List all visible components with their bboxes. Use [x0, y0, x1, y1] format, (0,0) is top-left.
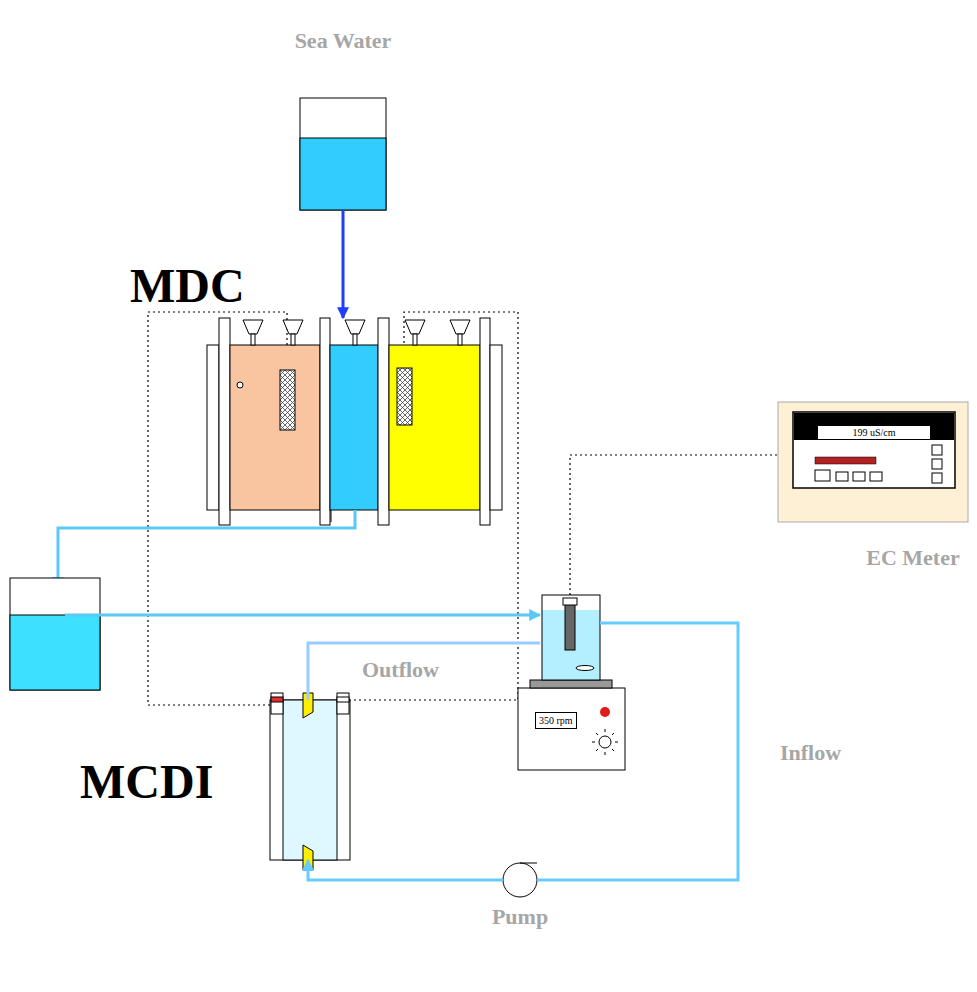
mdc-reactor [480, 318, 490, 525]
beaker-outlet [600, 622, 626, 625]
ec-meter [778, 402, 968, 522]
mcdi-cell [270, 700, 350, 860]
ec-meter [932, 473, 942, 483]
pump-symbol [520, 863, 537, 864]
storage-tank [10, 578, 100, 690]
pump-symbol [503, 863, 537, 897]
ec-meter [794, 413, 954, 440]
mdc-reactor [405, 320, 425, 334]
flow-pipe [308, 643, 540, 700]
mdc-reactor [389, 345, 480, 510]
mdc-reactor [397, 368, 412, 425]
mcdi-cell [271, 697, 283, 702]
sea-water-tank [300, 98, 386, 210]
ec-meter [932, 445, 942, 455]
mdc-reactor [320, 318, 330, 525]
mdc-node: MDC [207, 318, 502, 525]
unit-heading: MDC [130, 258, 245, 313]
ec-meter [870, 472, 882, 481]
pump-heading: Pump [463, 904, 577, 930]
storage-tank [10, 615, 100, 690]
mdc-reactor [413, 334, 417, 345]
flow-label: Inflow [778, 740, 843, 766]
mdc-reactor [207, 318, 502, 525]
sea-water-tank [300, 138, 386, 210]
mcdi-cell [337, 697, 349, 702]
magnetic-stirrer [518, 595, 625, 770]
mdc-reactor [458, 334, 462, 345]
mcdi-node: MCDI [270, 700, 350, 860]
feed-pipe [65, 614, 540, 617]
mcdi-cell [270, 693, 350, 870]
magnetic-stirrer [563, 598, 577, 605]
unit-heading: MCDI [80, 754, 213, 809]
pump-symbol [503, 863, 537, 897]
mdc-reactor [243, 320, 263, 334]
magnetic-stirrer [565, 603, 575, 650]
ec-meter [815, 470, 830, 481]
flow-label: Outflow [360, 657, 441, 683]
magnetic-stirrer [576, 666, 594, 671]
mdc-reactor [283, 320, 303, 334]
speed-display: 350 rpm [535, 712, 577, 729]
effluent-pipe [58, 510, 355, 588]
mcdi-cell [271, 693, 283, 714]
ec-meter [932, 459, 942, 469]
mdc-reactor [230, 345, 320, 510]
meter-display: 199 uS/cm [817, 425, 931, 440]
magnetic-stirrer [592, 729, 618, 755]
ec-meter [853, 472, 865, 481]
mdc-reactor [450, 320, 470, 334]
mdc-reactor [280, 370, 295, 430]
magnetic-stirrer [600, 707, 610, 717]
sea-water-tank-node: Sea Water [300, 98, 386, 210]
mdc-reactor [207, 345, 219, 510]
ec-meter [778, 402, 968, 522]
circuit-wire [148, 312, 518, 705]
sea-water-tank [300, 98, 386, 210]
mdc-reactor [219, 318, 230, 525]
meter-heading: EC Meter [858, 545, 968, 571]
stirrer-node: 350 rpm [540, 595, 626, 770]
flow-pipe [308, 860, 503, 880]
ec-meter [815, 457, 876, 464]
magnetic-stirrer [542, 595, 600, 680]
mdc-reactor [345, 320, 365, 334]
pump-node: Pump [503, 863, 537, 897]
magnetic-stirrer [530, 680, 612, 688]
ec-meter [793, 412, 955, 488]
mcdi-cell [337, 693, 349, 714]
mdc-reactor [331, 510, 332, 522]
storage-tank [10, 578, 100, 690]
mdc-reactor [353, 334, 357, 345]
tank-heading: Sea Water [240, 28, 446, 54]
flow-pipe [342, 210, 345, 318]
ec-meter-node: 199 uS/cmEC Meter [778, 402, 968, 522]
mdc-reactor [490, 345, 502, 510]
magnetic-stirrer [599, 736, 611, 748]
signal-wire [570, 455, 778, 595]
ec-meter [836, 472, 848, 481]
mdc-reactor [378, 318, 389, 525]
mcdi-cell [283, 700, 337, 860]
magnetic-stirrer [518, 688, 625, 770]
flow-pipe [537, 623, 738, 880]
mdc-reactor [237, 382, 243, 388]
mdc-reactor [291, 334, 295, 345]
mdc-reactor [251, 334, 255, 345]
mdc-reactor [330, 345, 378, 510]
